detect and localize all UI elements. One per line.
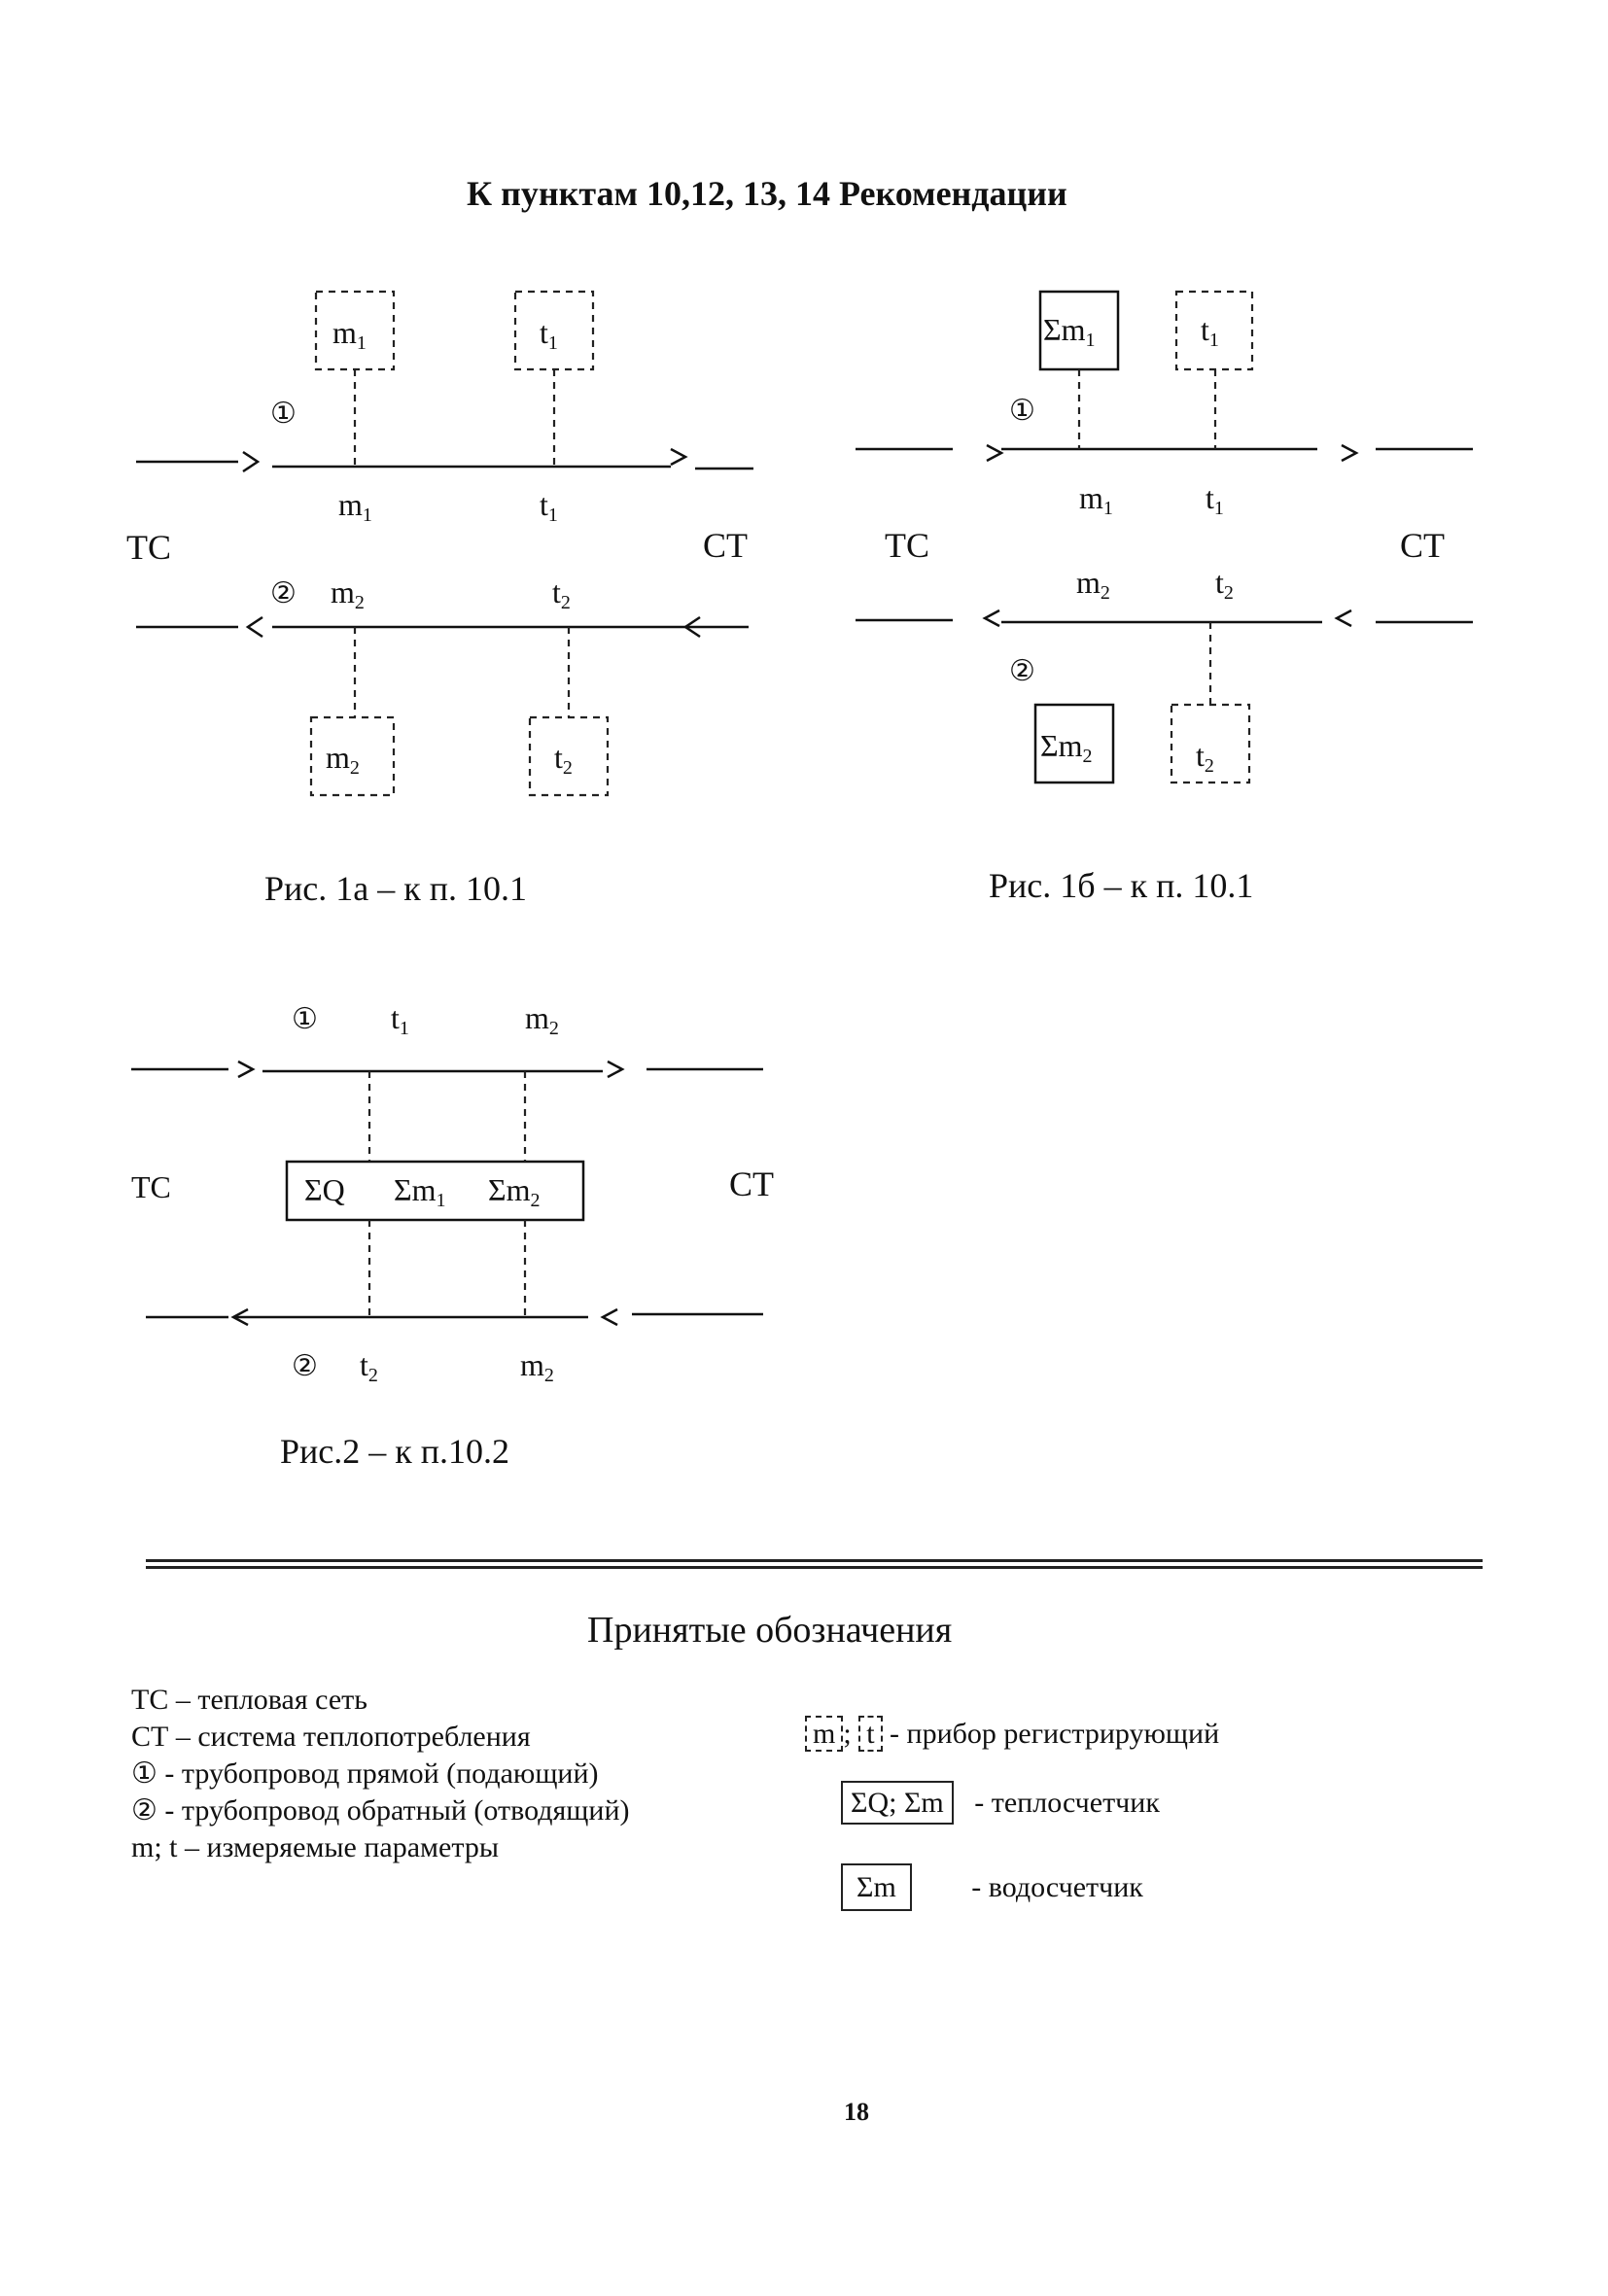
label-m1: m1 [332, 315, 367, 354]
page-title: К пунктам 10,12, 13, 14 Рекомендации [467, 174, 1067, 213]
label-m1-line: m1 [1079, 480, 1113, 519]
legend-left: ТС – тепловая сеть СТ – система теплопот… [131, 1682, 630, 1866]
pipe-1-mark: ① [270, 398, 297, 430]
legend-return: ② - трубопровод обратный (отводящий) [131, 1794, 630, 1826]
legend-watermeter-text: - водосчетчик [971, 1871, 1143, 1903]
legend-watermeter: Σm - водосчетчик [841, 1863, 1143, 1911]
label-t2-line: t2 [1215, 565, 1234, 604]
legend-heading: Принятые обозначения [587, 1610, 953, 1651]
ts-label: ТС [126, 528, 171, 567]
label-t1: t1 [540, 315, 558, 354]
label-sum-m1: Σm1 [1043, 312, 1096, 351]
label-m2-line: m2 [331, 574, 365, 613]
label-t1-line: t1 [540, 487, 558, 526]
label-t2: t2 [554, 740, 573, 779]
pipe-2-mark: ② [1009, 655, 1035, 687]
figure-2: ① t1 m2 ТС СТ ΣQ Σm1 Σm2 ② t2 m2 [131, 1001, 774, 1386]
separator [146, 1559, 1483, 1569]
label-m2-line: m2 [1076, 565, 1110, 604]
figure-1a: m1 t1 ① m1 t1 ТС СТ ② m2 t2 m2 t2 [126, 290, 753, 797]
legend-heatmeter-text: - теплосчетчик [974, 1787, 1160, 1819]
ts-label: ТС [885, 526, 929, 565]
st-label: СТ [729, 1165, 774, 1203]
legend-ts: ТС – тепловая сеть [131, 1684, 367, 1716]
legend-supply: ① - трубопровод прямой (подающий) [131, 1757, 599, 1790]
label-sum-q: ΣQ [304, 1172, 345, 1207]
label-m2-bottom: m2 [520, 1347, 554, 1386]
label-t1-line: t1 [1206, 480, 1224, 519]
label-sum-m2: Σm2 [1040, 728, 1093, 767]
st-label: СТ [1400, 526, 1445, 565]
legend-params: m; t – измеряемые параметры [131, 1831, 499, 1863]
ts-label: ТС [131, 1169, 171, 1204]
pipe-1-mark: ① [1009, 395, 1035, 427]
label-t2-line: t2 [552, 574, 571, 613]
page-number: 18 [844, 2098, 869, 2126]
legend-st: СТ – система теплопотребления [131, 1721, 531, 1753]
label-m2-top: m2 [525, 1001, 559, 1039]
pipe-2-mark: ② [292, 1350, 318, 1382]
fig2-caption: Рис.2 – к п.10.2 [280, 1432, 510, 1471]
label-sum-m1: Σm1 [394, 1172, 446, 1211]
label-m2: m2 [326, 740, 360, 779]
label-t1: t1 [391, 1001, 409, 1039]
label-t2: t2 [360, 1347, 378, 1386]
pipe-2-mark: ② [270, 577, 297, 609]
label-sum-m2: Σm2 [488, 1172, 541, 1211]
legend-watermeter-box: Σm [841, 1863, 912, 1911]
legend-box-t: t [858, 1716, 883, 1752]
legend-registering-text: - прибор регистрирующий [890, 1718, 1220, 1750]
label-t1: t1 [1201, 312, 1219, 351]
pipe-1-mark: ① [292, 1003, 318, 1035]
label-m1-line: m1 [338, 487, 372, 526]
legend-heatmeter: ΣQ; Σm - теплосчетчик [841, 1781, 1160, 1825]
fig1b-caption: Рис. 1б – к п. 10.1 [989, 866, 1254, 905]
figure-1b: Σm1 t1 ① m1 t1 ТС СТ m2 t2 ② Σm2 t2 [856, 290, 1473, 784]
label-t2: t2 [1196, 738, 1214, 777]
fig1a-caption: Рис. 1а – к п. 10.1 [264, 869, 527, 908]
legend-registering: m; t - прибор регистрирующий [805, 1716, 1220, 1752]
legend-heatmeter-box: ΣQ; Σm [841, 1781, 954, 1825]
st-label: СТ [703, 526, 748, 565]
legend-box-m: m [805, 1716, 844, 1752]
